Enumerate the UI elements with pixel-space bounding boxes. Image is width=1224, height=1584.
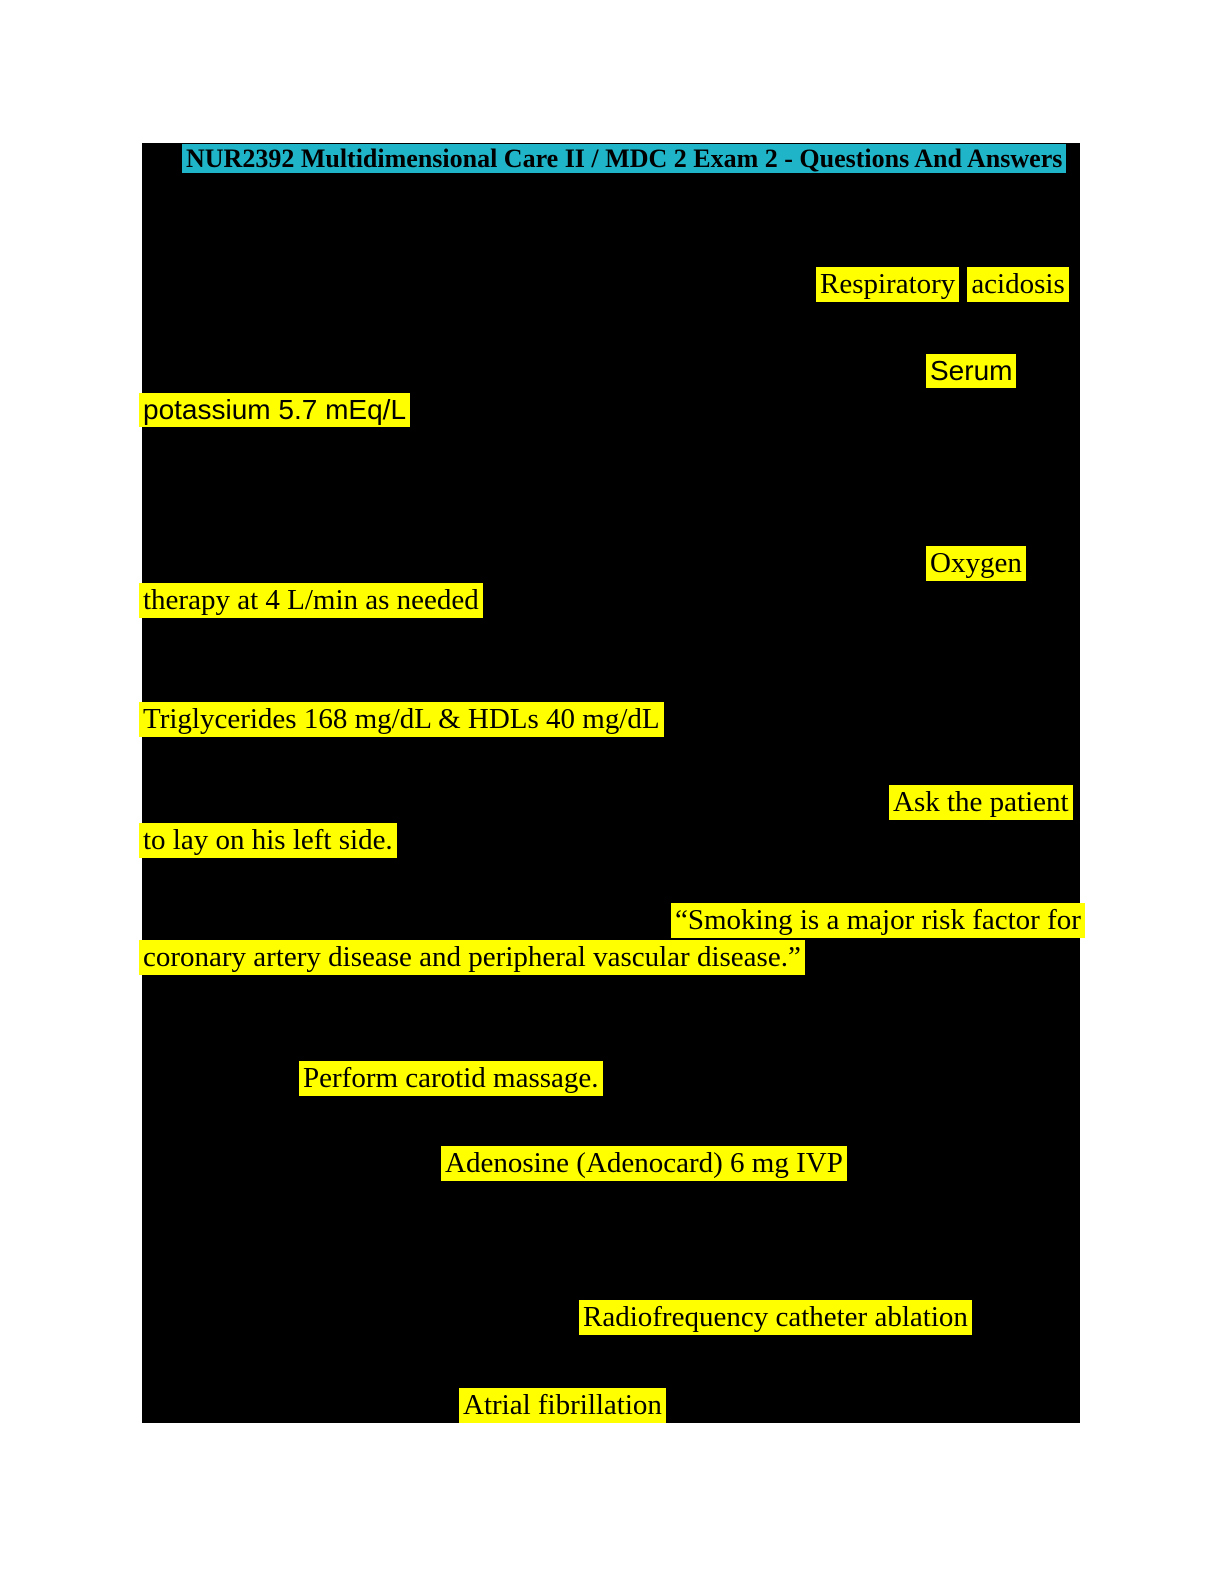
answer-highlight-atrial-fibrillation: Atrial fibrillation: [459, 1388, 666, 1423]
answer-highlight-acidosis: acidosis: [967, 267, 1069, 302]
answer-highlight-ask-patient: Ask the patient: [889, 785, 1073, 820]
document-title: NUR2392 Multidimensional Care II / MDC 2…: [182, 144, 1067, 173]
redacted-text-block: [142, 143, 1080, 1423]
answer-highlight-triglycerides: Triglycerides 168 mg/dL & HDLs 40 mg/dL: [139, 702, 664, 737]
answer-highlight-serum: Serum: [926, 354, 1017, 388]
answer-highlight-adenosine: Adenosine (Adenocard) 6 mg IVP: [441, 1146, 847, 1181]
answer-highlight-respiratory: Respiratory: [816, 267, 960, 302]
answer-highlight-left-side: to lay on his left side.: [139, 823, 397, 858]
answer-highlight-oxygen: Oxygen: [926, 546, 1026, 581]
answer-highlight-smoking-line1: “Smoking is a major risk factor for: [671, 903, 1085, 938]
answer-highlight-smoking-line2: coronary artery disease and peripheral v…: [139, 940, 805, 975]
answer-highlight-oxygen-therapy: therapy at 4 L/min as needed: [139, 583, 483, 618]
answer-highlight-carotid-massage: Perform carotid massage.: [299, 1061, 603, 1096]
answer-highlight-ablation: Radiofrequency catheter ablation: [579, 1300, 972, 1335]
answer-highlight-potassium-value: potassium 5.7 mEq/L: [139, 393, 411, 427]
answer-highlight-respiratory-acidosis: Respiratory acidosis: [816, 267, 1069, 302]
